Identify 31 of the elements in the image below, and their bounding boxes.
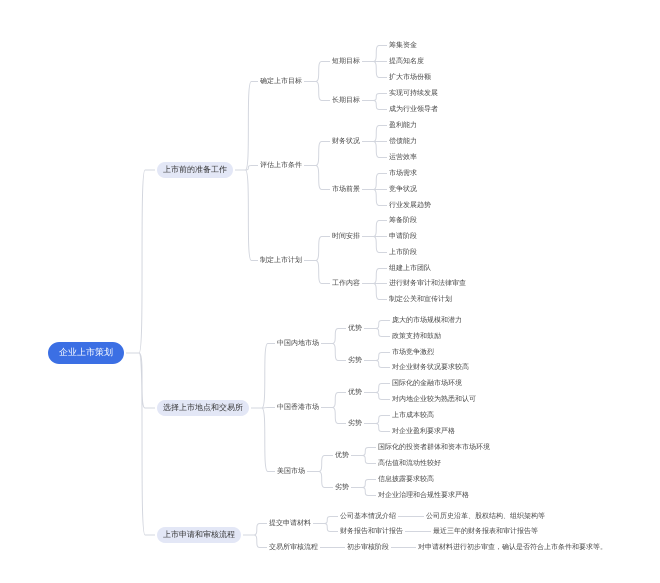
connector-line: [364, 328, 390, 337]
connector-line: [390, 547, 416, 548]
branch-topic: 上市前的准备工作: [157, 162, 233, 178]
connector-line: [350, 487, 376, 496]
connector-line: [306, 471, 334, 488]
connector-line: [362, 189, 388, 206]
branch-topic: 上市申请和审核流程: [157, 527, 241, 543]
connector-line: [320, 407, 346, 424]
connector-line: [362, 61, 388, 78]
connector-line: [250, 408, 276, 472]
connector-line: [362, 141, 388, 158]
connector-line: [320, 343, 346, 361]
connector-line: [304, 81, 330, 101]
connector-line: [404, 531, 432, 532]
connector-line: [312, 523, 338, 532]
connector-line: [364, 360, 390, 368]
connector-line: [304, 260, 330, 284]
connector-line: [398, 516, 424, 517]
connector-line: [362, 236, 388, 253]
connector-line: [364, 392, 390, 400]
branch-topic: 选择上市地点和交易所: [157, 400, 249, 416]
connector-line: [350, 455, 376, 464]
connector-line: [234, 170, 258, 261]
connector-line: [362, 100, 388, 110]
connector-line: [364, 423, 390, 432]
connector-line: [242, 534, 268, 548]
connector-line: [126, 352, 156, 536]
connector-line: [304, 165, 330, 190]
central-topic: 企业上市策划: [48, 342, 124, 364]
connector-line: [320, 547, 346, 548]
connector-line: [362, 283, 388, 300]
